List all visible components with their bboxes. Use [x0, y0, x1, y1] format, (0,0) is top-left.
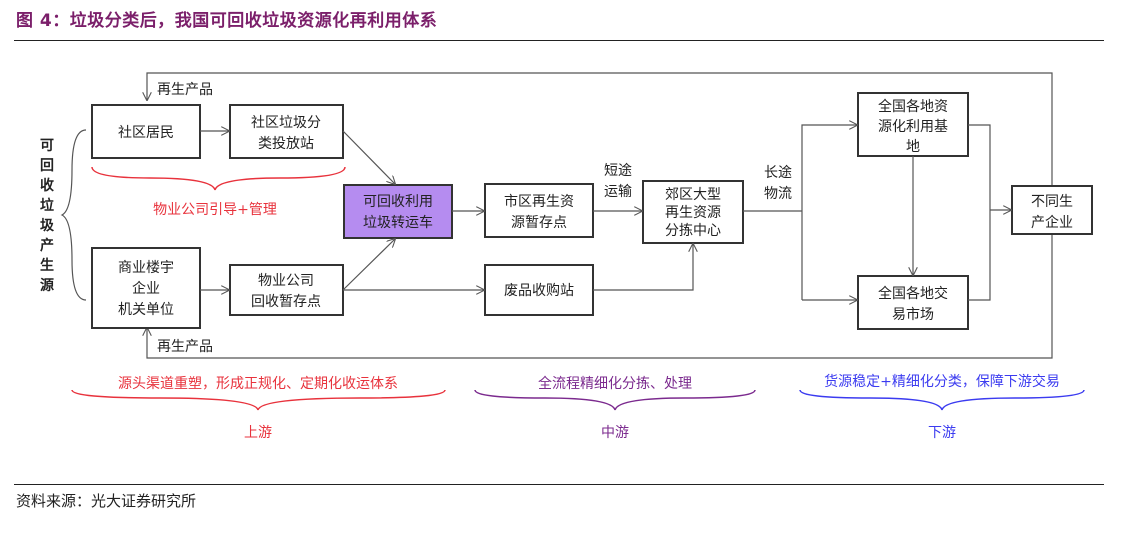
arrow-station-to-vehicle [342, 130, 395, 184]
node-suburb-center: 郊区大型 再生资源 分拣中心 [642, 180, 744, 244]
svg-text:再生资源: 再生资源 [665, 205, 721, 221]
node-national-utilization: 全国各地资 源化利用基 地 [857, 92, 969, 157]
short-haul-label: 短途 [604, 162, 632, 179]
svg-text:不同生: 不同生 [1031, 194, 1073, 210]
svg-text:社区居民: 社区居民 [118, 125, 174, 141]
node-enterprises: 不同生 产企业 [1011, 185, 1093, 235]
top-rule [14, 40, 1104, 41]
svg-text:企业: 企业 [132, 280, 160, 297]
svg-text:回收暂存点: 回收暂存点 [251, 294, 321, 310]
svg-text:垃圾转运车: 垃圾转运车 [363, 214, 433, 231]
node-city-storage: 市区再生资 源暂存点 [484, 183, 594, 238]
svg-text:市区再生资: 市区再生资 [504, 193, 574, 210]
downstream-brace [799, 389, 1085, 411]
side-label-char: 产 [40, 237, 54, 254]
bottom-rule [14, 484, 1104, 485]
svg-text:机关单位: 机关单位 [118, 302, 174, 318]
long-haul-label: 长途 [764, 164, 792, 181]
node-transfer-vehicle: 可回收利用 垃圾转运车 [343, 184, 453, 239]
midstream-label: 中游 [601, 425, 629, 441]
side-label-char: 源 [40, 277, 54, 294]
side-label-char: 圾 [40, 217, 55, 234]
long-haul-label: 物流 [764, 186, 792, 202]
downstream-description: 货源稳定+精细化分类，保障下游交易 [824, 373, 1060, 390]
side-label-char: 垃 [40, 197, 54, 214]
downstream-label: 下游 [928, 425, 956, 441]
source-left-brace [60, 129, 87, 301]
side-label-char: 回 [40, 158, 54, 174]
property-brace [91, 166, 346, 191]
recycled-products-bottom-label: 再生产品 [157, 339, 213, 355]
short-haul-label: 运输 [604, 184, 632, 200]
recycled-products-top-loop [147, 72, 1053, 186]
node-property-storage: 物业公司 回收暂存点 [229, 264, 344, 316]
svg-text:产企业: 产企业 [1031, 214, 1073, 231]
node-community-station: 社区垃圾分 类投放站 [229, 104, 344, 159]
midstream-brace [474, 389, 756, 411]
svg-text:源化利用基: 源化利用基 [878, 118, 948, 135]
upstream-description: 源头渠道重塑，形成正规化、定期化收运体系 [118, 376, 398, 392]
svg-text:废品收购站: 废品收购站 [504, 283, 574, 299]
upstream-brace [71, 389, 446, 411]
svg-text:源暂存点: 源暂存点 [511, 215, 567, 231]
side-label-char: 收 [40, 177, 55, 194]
svg-text:易市场: 易市场 [892, 306, 934, 323]
arrow-buyer-to-center [593, 244, 693, 291]
svg-text:地: 地 [906, 139, 920, 155]
source-note: 资料来源：光大证券研究所 [16, 492, 197, 510]
recycled-products-top-label: 再生产品 [157, 82, 213, 98]
node-commercial-units: 商业楼宇 企业 机关单位 [91, 247, 201, 329]
side-label-char: 可 [40, 138, 54, 154]
svg-text:社区垃圾分: 社区垃圾分 [251, 115, 321, 131]
svg-text:可回收利用: 可回收利用 [363, 194, 433, 210]
arrow-to-national-utilization [801, 125, 857, 300]
arrow-to-enterprises [968, 124, 1011, 301]
svg-text:全国各地交: 全国各地交 [878, 285, 948, 302]
svg-text:全国各地资: 全国各地资 [878, 98, 948, 115]
svg-text:类投放站: 类投放站 [258, 136, 314, 152]
recycled-products-bottom-loop [147, 234, 1053, 359]
figure-title: 图 4：垃圾分类后，我国可回收垃圾资源化再利用体系 [16, 11, 438, 31]
property-management-note: 物业公司引导+管理 [153, 202, 277, 218]
midstream-description: 全流程精细化分拣、处理 [538, 375, 692, 392]
source-side-label: 可 回 收 垃 圾 产 生 源 [40, 138, 55, 294]
svg-text:分拣中心: 分拣中心 [665, 223, 721, 239]
arrow-property-to-vehicle [342, 239, 395, 291]
side-label-char: 生 [40, 257, 54, 274]
svg-text:物业公司: 物业公司 [258, 273, 314, 289]
svg-text:郊区大型: 郊区大型 [665, 186, 721, 203]
node-national-market: 全国各地交 易市场 [857, 275, 969, 330]
node-waste-buyer: 废品收购站 [484, 264, 594, 316]
svg-text:商业楼宇: 商业楼宇 [118, 260, 174, 276]
node-community-residents: 社区居民 [91, 104, 201, 159]
upstream-label: 上游 [244, 425, 272, 441]
